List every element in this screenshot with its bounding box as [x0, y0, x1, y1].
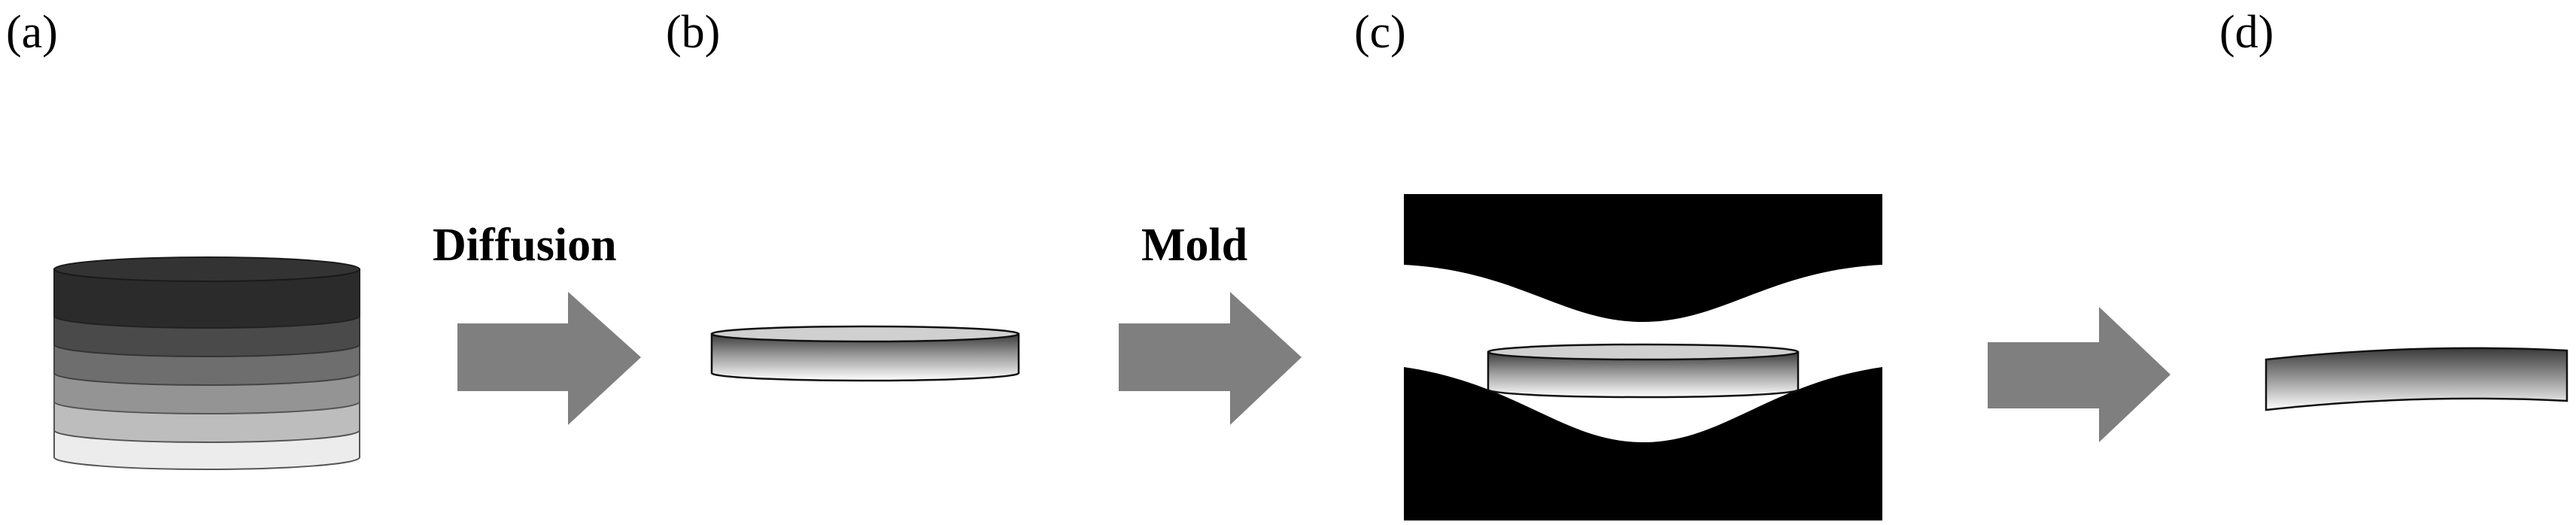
stack-layer-1 — [53, 269, 360, 329]
mold-label: Mold — [1141, 220, 1248, 271]
diffusion-label: Diffusion — [433, 220, 617, 271]
panel-label-b: (b) — [666, 7, 721, 58]
panel-label-d: (d) — [2219, 7, 2274, 58]
diffused-disk — [710, 325, 1020, 382]
arrow-mold — [1119, 292, 1302, 425]
mold-lower-half — [1404, 367, 1882, 520]
molded-lens — [2265, 347, 2568, 411]
layered-stack — [53, 256, 360, 470]
disk-in-mold — [1487, 343, 1800, 399]
stack-top-face — [53, 256, 360, 282]
panel-label-a: (a) — [6, 7, 58, 58]
arrow-result — [1988, 307, 2170, 442]
mold-upper-half — [1404, 194, 1882, 322]
panel-label-c: (c) — [1354, 7, 1406, 58]
arrow-diffusion — [457, 292, 641, 425]
mold-assembly — [1404, 194, 1882, 520]
